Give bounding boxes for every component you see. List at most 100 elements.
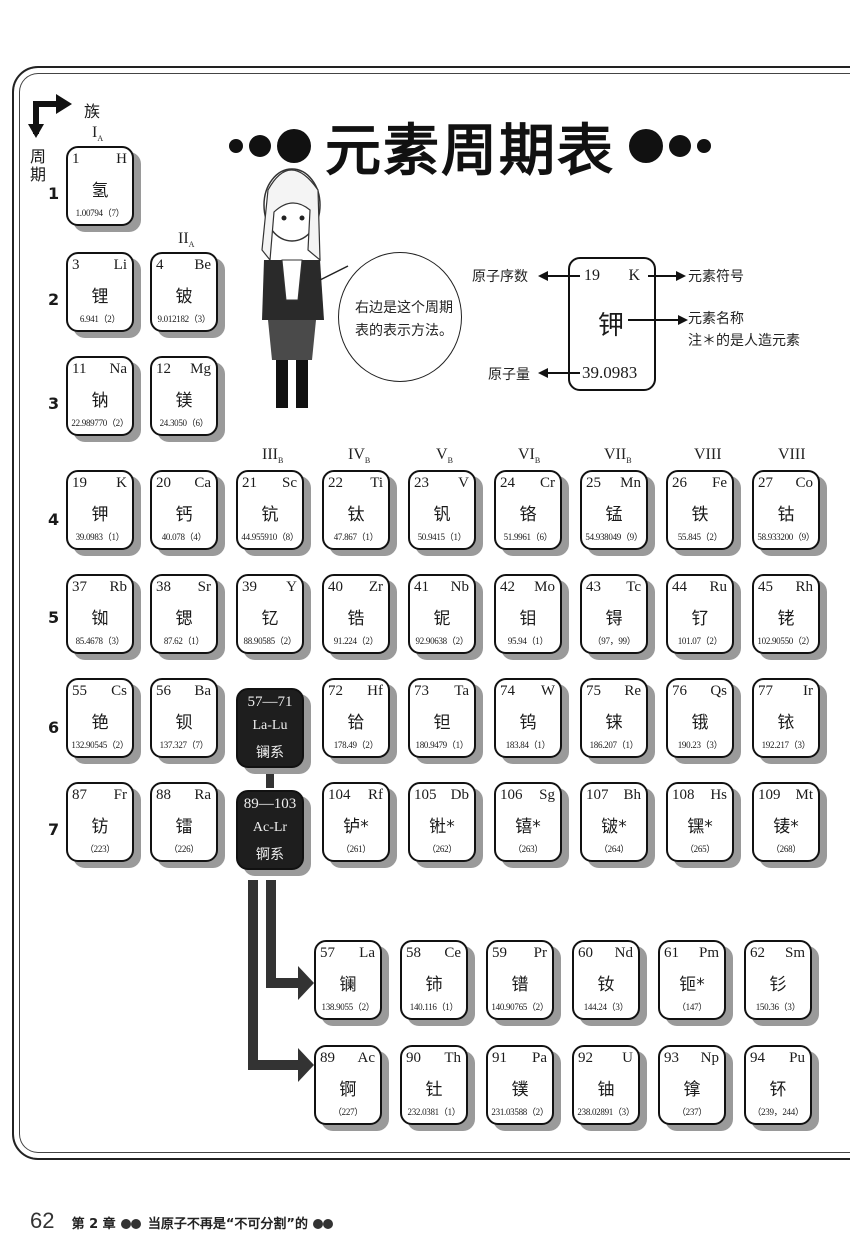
atomic-mass: 180.9479（1）: [415, 740, 469, 750]
element-name: 铬: [519, 505, 537, 525]
element-name: 钛: [347, 505, 365, 525]
atomic-number: 87: [72, 787, 87, 803]
group-period-arrow-icon: [28, 94, 72, 138]
legend-note: 注＊的是人造元素: [688, 333, 800, 349]
atomic-mass: 39.0983（1）: [75, 532, 125, 542]
element-symbol: Mn: [620, 475, 641, 491]
actinide-series-cell[interactable]: 89—103 Ac-Lr 锕系: [236, 790, 304, 870]
legend-name-label: 元素名称: [688, 311, 744, 327]
atomic-number: 24: [500, 475, 515, 491]
period-label: 1: [48, 184, 60, 203]
atomic-number: 62: [750, 945, 765, 961]
element-symbol: Pm: [698, 945, 719, 961]
atomic-mass: （237）: [676, 1107, 707, 1117]
atomic-number: 89: [320, 1050, 335, 1066]
atomic-number: 61: [664, 945, 679, 961]
element-name: 钴: [777, 505, 795, 525]
element-name: 铑: [777, 609, 795, 629]
element-symbol: Fe: [712, 475, 727, 491]
element-name: 𬬻*: [343, 817, 369, 837]
period-label: 2: [48, 290, 60, 309]
element-symbol: Cs: [111, 683, 127, 699]
series-range: 89—103: [243, 796, 297, 812]
element-name: 鿏*: [773, 817, 799, 837]
element-name: 𬭳*: [515, 817, 541, 837]
element-symbol: Hs: [710, 787, 727, 803]
legend-sample-name: 钾: [598, 311, 625, 341]
element-symbol: Db: [450, 787, 469, 803]
chapter-title: 当原子不再是“不可分割”的: [147, 1217, 308, 1232]
atomic-mass: （265）: [684, 844, 715, 854]
atomic-number: 57: [320, 945, 335, 961]
atomic-mass: （264）: [598, 844, 629, 854]
atomic-mass: 140.116（1）: [409, 1002, 459, 1012]
element-name: 钐: [769, 975, 787, 995]
atomic-number: 39: [242, 579, 257, 595]
atomic-number: 107: [586, 787, 609, 803]
element-symbol: Ru: [709, 579, 727, 595]
element-symbol: Cr: [540, 475, 555, 491]
lanthanide-series-cell[interactable]: 57—71 La-Lu 镧系: [236, 688, 304, 768]
group-label-1: IA: [92, 124, 104, 144]
element-name: 钨: [519, 713, 537, 733]
element-symbol: Rb: [109, 579, 127, 595]
bullet-icon: [669, 135, 691, 157]
atomic-mass: 51.9961（6）: [503, 532, 553, 542]
element-symbol: Tc: [626, 579, 641, 595]
legend-atomic-number-label: 原子序数: [472, 269, 528, 285]
atomic-mass: 144.24（3）: [583, 1002, 629, 1012]
atomic-mass: 85.4678（3）: [75, 636, 125, 646]
